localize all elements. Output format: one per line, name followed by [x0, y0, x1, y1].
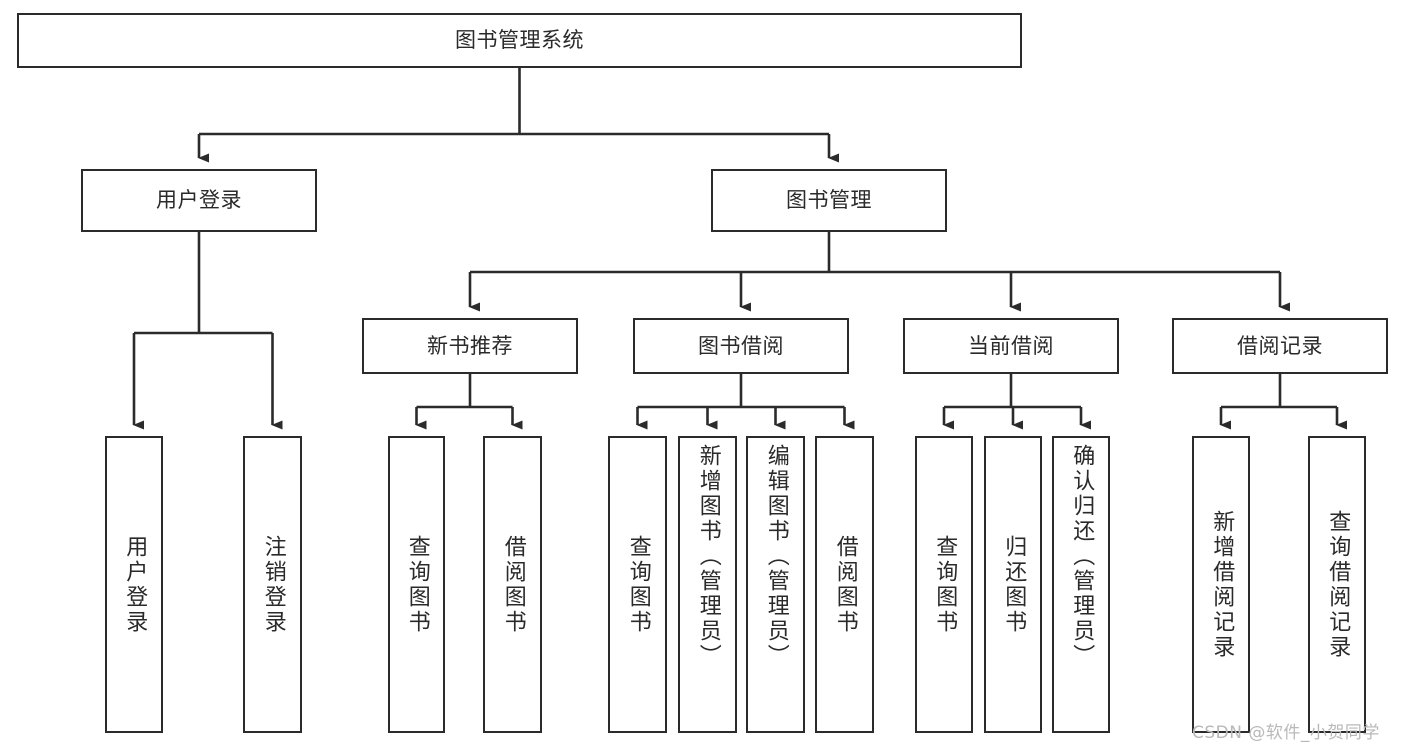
node-label: 编辑图书（管理员） — [763, 444, 789, 669]
node-root[interactable]: 图书管理系统 — [17, 13, 1022, 68]
node-l-q1[interactable]: 查询图书 — [388, 436, 445, 733]
node-label: 归还图书 — [1001, 534, 1027, 635]
connector-lines — [132, 68, 1347, 430]
node-label: 新增图书（管理员） — [695, 444, 721, 669]
node-borrow[interactable]: 图书借阅 — [633, 318, 849, 374]
node-newbook[interactable]: 新书推荐 — [362, 318, 578, 374]
node-l-edit[interactable]: 编辑图书（管理员） — [746, 436, 805, 733]
node-label: 查询图书 — [404, 534, 430, 635]
node-label: 查询借阅记录 — [1325, 509, 1351, 660]
node-label: 新增借阅记录 — [1209, 509, 1235, 660]
node-l-logout[interactable]: 注销登录 — [243, 436, 302, 733]
node-l-login[interactable]: 用户登录 — [105, 436, 163, 733]
node-label: 新书推荐 — [427, 333, 513, 358]
node-label: 用户登录 — [122, 534, 148, 635]
node-label: 图书管理 — [786, 188, 872, 213]
node-l-b2[interactable]: 借阅图书 — [815, 436, 874, 733]
node-l-addrec[interactable]: 新增借阅记录 — [1192, 436, 1250, 733]
node-label: 图书借阅 — [698, 333, 784, 358]
node-l-confirm[interactable]: 确认归还（管理员） — [1052, 436, 1110, 733]
node-label: 用户登录 — [156, 188, 242, 213]
node-l-q2[interactable]: 查询图书 — [608, 436, 667, 733]
node-label: 图书管理系统 — [455, 28, 584, 53]
node-label: 借阅记录 — [1237, 333, 1323, 358]
node-records[interactable]: 借阅记录 — [1172, 318, 1388, 374]
node-l-ret[interactable]: 归还图书 — [984, 436, 1042, 733]
node-l-b1[interactable]: 借阅图书 — [483, 436, 542, 733]
watermark-label: CSDN @软件_小贺同学 — [1192, 723, 1380, 743]
node-label: 借阅图书 — [832, 534, 858, 635]
node-label: 查询图书 — [625, 534, 651, 635]
node-current[interactable]: 当前借阅 — [903, 318, 1119, 374]
node-label: 确认归还（管理员） — [1069, 444, 1095, 669]
node-label: 查询图书 — [932, 534, 958, 635]
node-bookmgmt[interactable]: 图书管理 — [711, 169, 947, 232]
node-label: 注销登录 — [260, 534, 286, 635]
node-l-q3[interactable]: 查询图书 — [915, 436, 973, 733]
node-l-qrec[interactable]: 查询借阅记录 — [1308, 436, 1366, 733]
node-label: 借阅图书 — [500, 534, 526, 635]
node-label: 当前借阅 — [968, 333, 1054, 358]
node-l-add[interactable]: 新增图书（管理员） — [678, 436, 737, 733]
node-login[interactable]: 用户登录 — [81, 169, 317, 232]
